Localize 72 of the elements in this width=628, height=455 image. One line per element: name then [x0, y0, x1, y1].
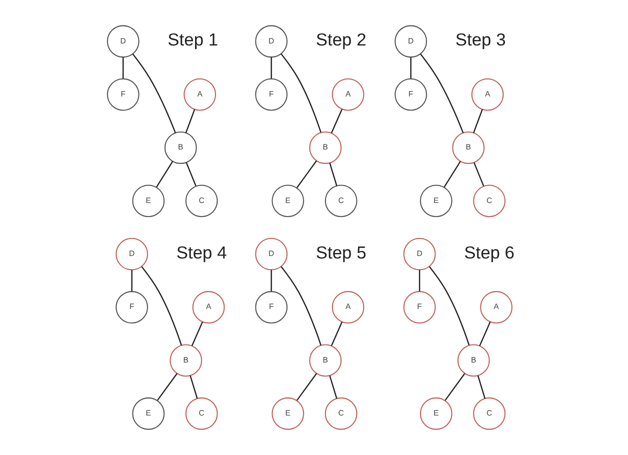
- node-circle: A: [331, 78, 364, 111]
- node-circle: A: [183, 78, 216, 111]
- connector: [185, 162, 196, 186]
- connector: [443, 160, 460, 188]
- connector: [132, 54, 176, 134]
- connector: [270, 270, 272, 292]
- node-circle: B: [456, 344, 490, 377]
- connector: [330, 322, 342, 346]
- node-circle: F: [394, 78, 427, 111]
- node-circle: E: [132, 184, 164, 218]
- label: Step 6: [464, 242, 514, 262]
- label: Step 1: [167, 30, 218, 50]
- connector: [473, 162, 484, 186]
- connector: [189, 375, 198, 399]
- node-circle: E: [271, 397, 304, 430]
- node-circle: B: [169, 344, 202, 377]
- node-circle: C: [184, 397, 218, 430]
- connector: [328, 162, 337, 186]
- connector: [444, 373, 465, 401]
- node-circle: C: [184, 184, 218, 218]
- node-circle: E: [132, 397, 164, 430]
- connector: [190, 322, 203, 346]
- node-circle: D: [402, 238, 436, 270]
- connector: [296, 373, 316, 401]
- connector: [156, 160, 173, 188]
- node-circle: D: [106, 25, 139, 58]
- node-circle: A: [470, 78, 504, 111]
- connector: [418, 270, 420, 292]
- node-circle: F: [254, 78, 288, 111]
- node-circle: A: [480, 291, 512, 324]
- connector: [330, 108, 342, 134]
- connector: [472, 109, 482, 134]
- node-circle: F: [106, 78, 139, 111]
- node-circle: C: [324, 184, 357, 218]
- connector: [296, 160, 316, 188]
- connector: [476, 375, 486, 399]
- node-circle: E: [271, 184, 304, 218]
- node-circle: A: [331, 291, 364, 324]
- connector: [280, 54, 321, 133]
- connector: [280, 266, 321, 346]
- connector: [478, 322, 490, 346]
- connector: [428, 266, 470, 346]
- node-circle: E: [419, 397, 452, 430]
- connector: [140, 266, 182, 346]
- node-circle: F: [402, 291, 436, 324]
- node-circle: B: [164, 132, 196, 164]
- label: Step 5: [315, 242, 366, 262]
- connector: [270, 57, 272, 79]
- connector: [420, 54, 464, 134]
- connector: [156, 373, 178, 401]
- node-circle: D: [254, 238, 288, 270]
- node-circle: C: [472, 184, 506, 218]
- node-circle: D: [394, 25, 427, 58]
- node-circle: D: [254, 25, 288, 58]
- node-circle: B: [308, 132, 342, 164]
- node-circle: E: [419, 184, 452, 218]
- connector: [184, 109, 195, 134]
- label: Step 4: [176, 242, 226, 262]
- node-circle: B: [308, 344, 342, 377]
- node-circle: D: [115, 238, 148, 270]
- connector: [410, 57, 411, 79]
- node-circle: C: [472, 397, 506, 430]
- connector: [122, 57, 124, 79]
- node-circle: C: [324, 397, 357, 430]
- connector: [130, 270, 132, 292]
- node-circle: B: [452, 132, 484, 164]
- label: Step 3: [454, 30, 506, 50]
- node-circle: A: [192, 291, 224, 324]
- connector: [328, 375, 337, 399]
- node-circle: F: [254, 291, 288, 324]
- label: Step 2: [315, 30, 366, 50]
- node-circle: F: [115, 291, 148, 324]
